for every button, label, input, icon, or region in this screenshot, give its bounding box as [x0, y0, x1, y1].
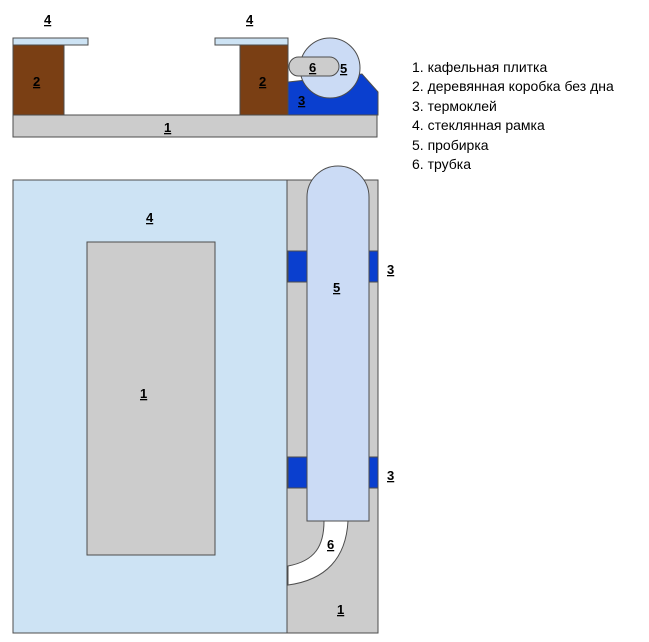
legend-item-hot-glue: 3. термоклей	[412, 97, 497, 114]
legend-item-small-tube: 6. трубка	[412, 155, 472, 172]
side-label-frame-right: 4	[246, 12, 254, 27]
top-small-tube	[287, 520, 349, 586]
top-label-small-tube: 6	[327, 537, 334, 552]
legend-item-test-tube: 5. пробирка	[412, 136, 489, 153]
top-frame-opening-tile	[86, 241, 216, 556]
side-label-tile: 1	[164, 120, 171, 135]
legend: 1. кафельная плитка 2. деревянная коробк…	[412, 58, 614, 174]
side-label-glue: 3	[298, 93, 305, 108]
top-view: 4 1 1 5 6 3 3	[12, 165, 394, 634]
side-tile-base	[12, 114, 378, 138]
top-test-tube	[306, 165, 370, 522]
legend-item-wood-box: 2. деревянная коробка без дна	[412, 78, 614, 95]
side-label-test-tube: 5	[340, 61, 347, 76]
top-label-tile-corner: 1	[337, 602, 344, 617]
side-label-frame-left: 4	[44, 12, 52, 27]
top-label-test-tube: 5	[333, 280, 340, 295]
side-glass-frame-right	[214, 37, 289, 46]
legend-item-tile: 1. кафельная плитка	[412, 59, 548, 75]
top-label-frame: 4	[146, 210, 154, 225]
top-label-glue-lower: 3	[387, 468, 394, 483]
side-view: 1 2 2 3 4 4 5 6	[12, 12, 379, 138]
side-wood-box-left	[12, 44, 65, 116]
legend-item-glass-frame: 4. стеклянная рамка	[412, 117, 545, 134]
side-small-tube	[288, 56, 340, 77]
top-label-glue-upper: 3	[387, 262, 394, 277]
top-label-tile-inner: 1	[140, 386, 147, 401]
side-label-box-right: 2	[259, 74, 266, 89]
side-label-small-tube: 6	[309, 60, 316, 75]
side-glass-frame-left	[12, 37, 89, 46]
side-label-box-left: 2	[33, 74, 40, 89]
